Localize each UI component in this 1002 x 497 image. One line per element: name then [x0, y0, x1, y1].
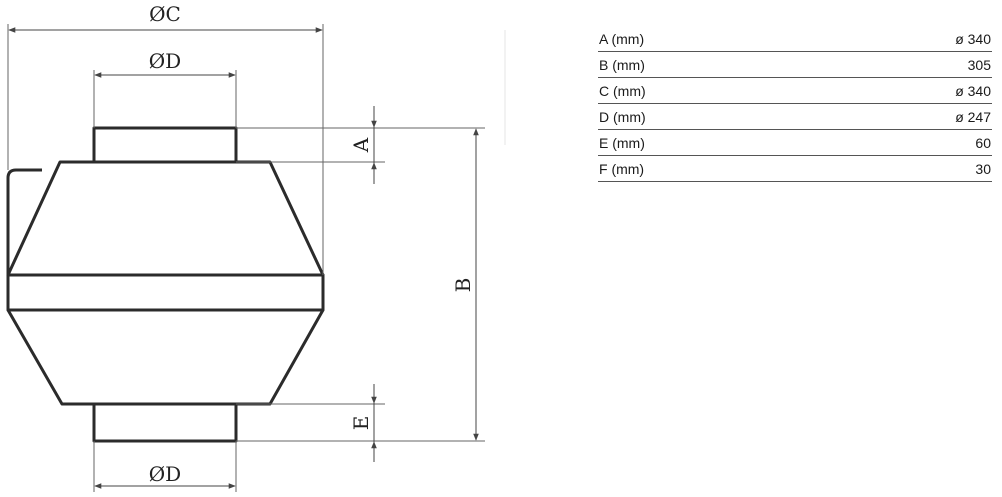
label-d-top: ØD: [149, 49, 181, 73]
row-value: ø 247: [819, 103, 992, 130]
row-label: B (mm): [598, 51, 820, 78]
terminal-box: [6, 168, 42, 275]
label-c-top: ØC: [149, 2, 181, 26]
upper-cone: [6, 160, 325, 277]
label-a: A: [349, 137, 373, 153]
row-value: 60: [819, 129, 992, 156]
bottom-collar: [92, 402, 238, 443]
dimension-table: A (mm) ø 340 B (mm) 305 C (mm) ø 340 D (…: [598, 26, 992, 182]
table-row: E (mm) 60: [598, 129, 992, 156]
lower-cone: [6, 309, 325, 406]
extension-lines: [7, 24, 485, 492]
table-row: B (mm) 305: [598, 51, 992, 78]
table-row: D (mm) ø 247: [598, 103, 992, 130]
table-row: F (mm) 30: [598, 155, 992, 182]
label-e: E: [349, 416, 373, 431]
row-label: F (mm): [598, 155, 820, 182]
fan-body: [6, 126, 325, 443]
row-value: 30: [819, 155, 992, 182]
row-value: ø 340: [819, 26, 992, 52]
label-b: B: [451, 278, 475, 293]
dimension-arrows: [8, 27, 479, 489]
table-row: A (mm) ø 340: [598, 26, 992, 52]
row-label: D (mm): [598, 103, 820, 130]
label-d-bottom: ØD: [149, 462, 181, 486]
top-collar: [92, 126, 238, 164]
row-value: ø 340: [819, 77, 992, 104]
fan-dimension-drawing: ØC ØD ØD A B E: [6, 2, 506, 492]
row-label: E (mm): [598, 129, 820, 156]
row-label: C (mm): [598, 77, 820, 104]
middle-band: [6, 273, 325, 312]
table-row: C (mm) ø 340: [598, 77, 992, 104]
row-value: 305: [819, 51, 992, 78]
row-label: A (mm): [598, 26, 820, 52]
